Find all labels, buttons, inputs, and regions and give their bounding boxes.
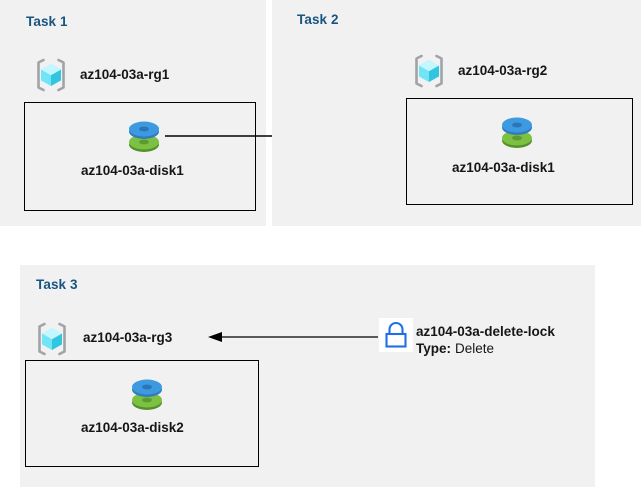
resource-group-label-rg3: az104-03a-rg3 <box>83 330 173 345</box>
lock-type-key: Type: <box>416 341 452 356</box>
resource-group-icon <box>33 320 71 358</box>
lock-icon <box>379 318 413 352</box>
resource-box-task-3 <box>25 360 259 467</box>
panel-title-task-1: Task 1 <box>26 14 68 29</box>
resource-label-disk1-task2: az104-03a-disk1 <box>452 160 555 175</box>
panel-title-task-3: Task 3 <box>36 277 78 292</box>
connector-lock-to-rg3 <box>208 330 378 344</box>
resource-group-icon <box>410 52 448 90</box>
lock-label: az104-03a-delete-lock <box>416 324 555 339</box>
resource-label-disk1-task1: az104-03a-disk1 <box>81 163 184 178</box>
managed-disk-icon <box>125 372 169 416</box>
lock-type-value: Delete <box>455 341 495 356</box>
resource-box-task-1 <box>24 102 256 211</box>
managed-disk-icon <box>495 110 539 154</box>
lock-type-row: Type:Delete <box>416 341 494 356</box>
resource-box-task-2 <box>406 98 633 205</box>
resource-group-icon <box>32 56 70 94</box>
resource-group-label-rg1: az104-03a-rg1 <box>80 67 170 82</box>
resource-label-disk2-task3: az104-03a-disk2 <box>81 420 184 435</box>
resource-group-label-rg2: az104-03a-rg2 <box>458 63 548 78</box>
panel-title-task-2: Task 2 <box>297 12 339 27</box>
managed-disk-icon <box>122 114 166 158</box>
